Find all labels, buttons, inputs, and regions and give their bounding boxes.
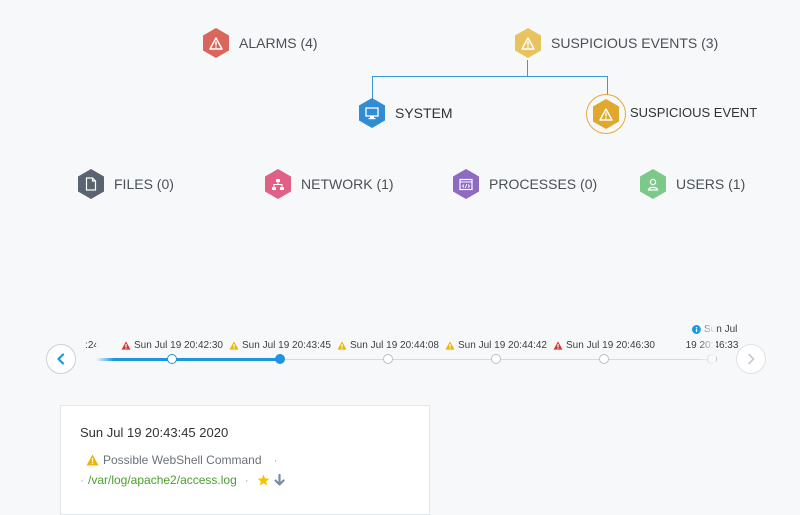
- timeline-event-dot[interactable]: [491, 354, 501, 364]
- timeline-event-time: Sun Jul 19 20:44:42: [458, 340, 547, 351]
- event-detail-title-row: Possible WebShell Command ·: [86, 453, 278, 467]
- processes-node[interactable]: PROCESSES (0): [453, 169, 597, 199]
- processes-label: PROCESSES (0): [489, 176, 598, 192]
- warning-icon: [337, 341, 347, 350]
- event-detail-card: Sun Jul 19 20:43:45 2020 Possible WebShe…: [60, 405, 430, 515]
- suspicious-event-label: SUSPICIOUS EVENT: [630, 105, 758, 120]
- separator-dot: ·: [80, 473, 84, 487]
- files-label: FILES (0): [114, 176, 174, 192]
- users-label: USERS (1): [676, 176, 746, 192]
- chevron-right-icon: [748, 353, 755, 365]
- suspicious-events-label: SUSPICIOUS EVENTS (3): [551, 35, 719, 51]
- timeline-event-label[interactable]: Sun Jul 19 20:46:30: [553, 340, 655, 351]
- alarms-node[interactable]: ALARMS (4): [203, 28, 318, 58]
- timeline-event-dot[interactable]: [383, 354, 393, 364]
- event-log-path[interactable]: /var/log/apache2/access.log: [88, 473, 237, 487]
- timeline-event-label[interactable]: Sun Jul 19 20:44:08: [337, 340, 439, 351]
- network-node[interactable]: NETWORK (1): [265, 169, 394, 199]
- system-label: SYSTEM: [395, 105, 453, 121]
- connector-stem: [527, 60, 528, 76]
- timeline-event-time: Sun Jul 19 20:42:30: [134, 340, 223, 351]
- separator-dot: ·: [244, 473, 249, 487]
- event-detail-date: Sun Jul 19 20:43:45 2020: [80, 425, 229, 440]
- warning-icon: [86, 454, 99, 466]
- event-name[interactable]: Possible WebShell Command: [103, 453, 262, 467]
- separator-dot: ·: [273, 453, 278, 467]
- timeline-progress: [96, 358, 280, 361]
- timeline-event-time: :24: [85, 340, 99, 351]
- warning-icon: [229, 341, 239, 350]
- files-node[interactable]: FILES (0): [78, 169, 174, 199]
- arrow-down-icon[interactable]: [274, 473, 285, 486]
- system-node[interactable]: SYSTEM: [359, 98, 453, 128]
- chevron-left-icon: [57, 353, 65, 365]
- warning-icon: [515, 28, 541, 58]
- timeline-event-dot[interactable]: [167, 354, 177, 364]
- timeline-event-label[interactable]: Sun Jul 19 20:44:42: [445, 340, 547, 351]
- timeline-event-date: Sun Jul: [704, 324, 738, 335]
- file-icon: [78, 169, 104, 199]
- event-timeline: :24 Sun Jul 19 20:42:30 Sun Jul 19 20:43:4…: [85, 320, 738, 400]
- suspicious-events-node[interactable]: SUSPICIOUS EVENTS (3): [515, 28, 718, 58]
- timeline-event-time: Sun Jul 19 20:44:08: [350, 340, 439, 351]
- timeline-event-dot[interactable]: [599, 354, 609, 364]
- code-window-icon: [453, 169, 479, 199]
- timeline-track: [96, 359, 716, 360]
- timeline-event-time: Sun Jul 19 20:43:45: [242, 340, 331, 351]
- timeline-event-label[interactable]: :24: [85, 340, 99, 351]
- user-icon: [640, 169, 666, 199]
- network-icon: [265, 169, 291, 199]
- monitor-icon: [359, 98, 385, 128]
- alarm-icon: [553, 341, 563, 350]
- event-detail-path-row: · /var/log/apache2/access.log ·: [80, 473, 285, 487]
- timeline-event-label[interactable]: Sun Jul 19 20:42:30: [121, 340, 223, 351]
- timeline-next-button[interactable]: [736, 344, 766, 374]
- selected-node-ring[interactable]: [586, 94, 626, 134]
- network-label: NETWORK (1): [301, 176, 394, 192]
- connector-branch: [372, 76, 608, 99]
- timeline-prev-button[interactable]: [46, 344, 76, 374]
- timeline-fade-right: [698, 320, 716, 400]
- alarms-label: ALARMS (4): [239, 35, 318, 51]
- timeline-event-label[interactable]: Sun Jul 19 20:43:45: [229, 340, 331, 351]
- star-icon[interactable]: [257, 474, 270, 486]
- users-node[interactable]: USERS (1): [640, 169, 745, 199]
- alarm-icon: [121, 341, 131, 350]
- timeline-fade-left: [96, 320, 114, 400]
- warning-icon: [203, 28, 229, 58]
- timeline-event-dot[interactable]: [275, 354, 285, 364]
- timeline-event-time: Sun Jul 19 20:46:30: [566, 340, 655, 351]
- warning-icon: [445, 341, 455, 350]
- warning-icon: [593, 99, 619, 129]
